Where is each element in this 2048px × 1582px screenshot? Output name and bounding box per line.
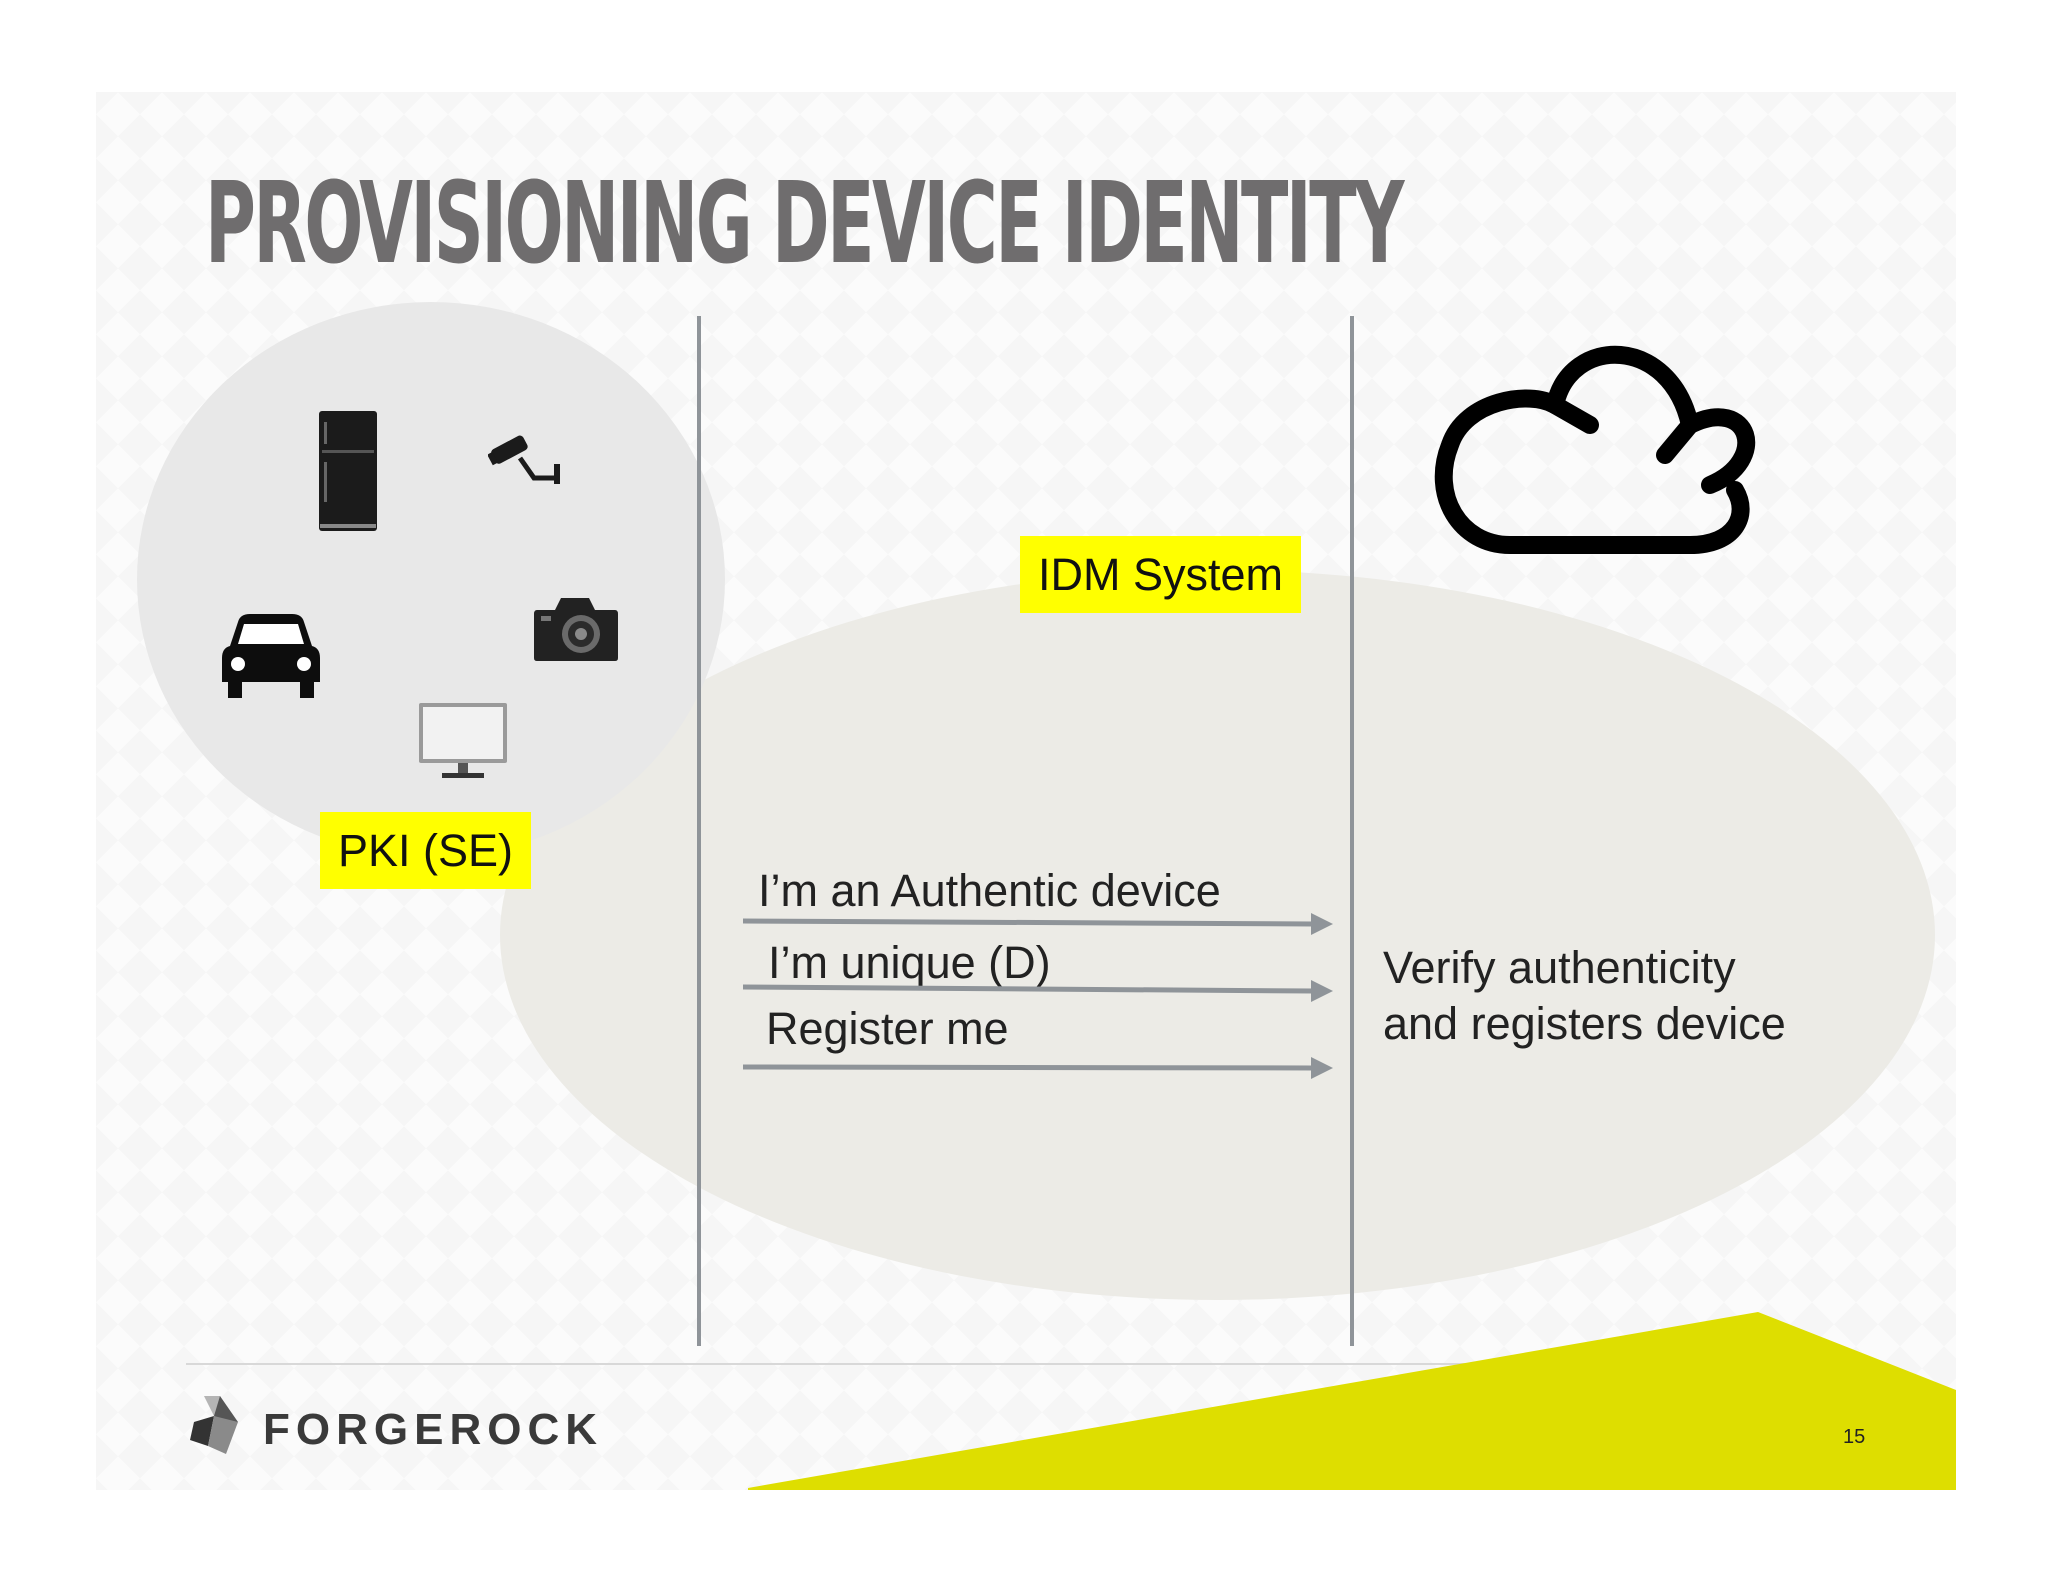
footer-rule (186, 1363, 1866, 1365)
verify-register-text: Verify authenticity and registers device (1383, 940, 1786, 1052)
brand-name: FORGEROCK (263, 1405, 603, 1454)
page-number: 15 (1843, 1426, 1866, 1448)
divider-right (1350, 316, 1354, 1346)
forgerock-logo (190, 1396, 238, 1454)
idm-system-label: IDM System (1020, 536, 1302, 613)
message-register: Register me (766, 1003, 1009, 1054)
car-icon (222, 614, 320, 698)
security-camera-icon (488, 435, 560, 484)
system-ellipse (500, 570, 1935, 1300)
cloud-icon (1434, 345, 1756, 554)
arrow-register (743, 1057, 1333, 1079)
divider-left (697, 316, 701, 1346)
arrow-unique (743, 980, 1333, 1002)
result-line-1: Verify authenticity (1383, 942, 1736, 993)
pki-label: PKI (SE) (320, 812, 532, 889)
slide-title: PROVISIONING DEVICE IDENTITY (205, 159, 1404, 289)
message-authentic: I’m an Authentic device (758, 865, 1221, 916)
result-line-2: and registers device (1383, 998, 1786, 1049)
monitor-icon (419, 703, 507, 778)
arrow-authentic (743, 913, 1333, 935)
camera-icon (534, 598, 618, 661)
device-circle (137, 302, 725, 857)
message-unique: I’m unique (D) (768, 937, 1051, 988)
refrigerator-icon (319, 411, 377, 531)
accent-wedge (748, 1312, 1956, 1490)
